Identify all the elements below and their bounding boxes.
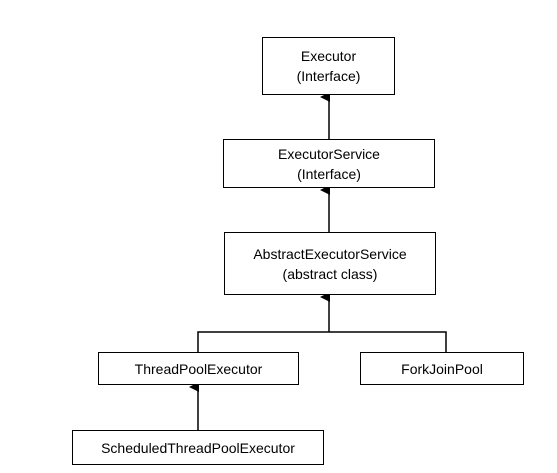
forkjoinpool-box: ForkJoinPool [360, 352, 524, 385]
executor-kind: (Interface) [296, 68, 361, 84]
edge-subclasses-bracket [197, 331, 447, 352]
abstractexecutorservice-box: AbstractExecutorService (abstract class) [224, 232, 436, 295]
scheduledthreadpoolexecutor-box: ScheduledThreadPoolExecutor [72, 430, 324, 465]
threadpoolexecutor-name: ThreadPoolExecutor [134, 360, 263, 377]
threadpoolexecutor-box: ThreadPoolExecutor [98, 352, 299, 385]
forkjoinpool-name: ForkJoinPool [401, 360, 483, 377]
scheduledthreadpoolexecutor-name: ScheduledThreadPoolExecutor [101, 439, 295, 456]
abstractexecutorservice-kind: (abstract class) [282, 265, 378, 282]
executorservice-name: ExecutorService [278, 145, 380, 162]
executor-box: Executor (Interface) [262, 37, 395, 95]
executorservice-box: ExecutorService (Interface) [223, 139, 435, 188]
executorservice-kind: (Interface) [297, 165, 361, 182]
abstractexecutorservice-name: AbstractExecutorService [253, 245, 407, 262]
executor-name: Executor [300, 48, 357, 64]
